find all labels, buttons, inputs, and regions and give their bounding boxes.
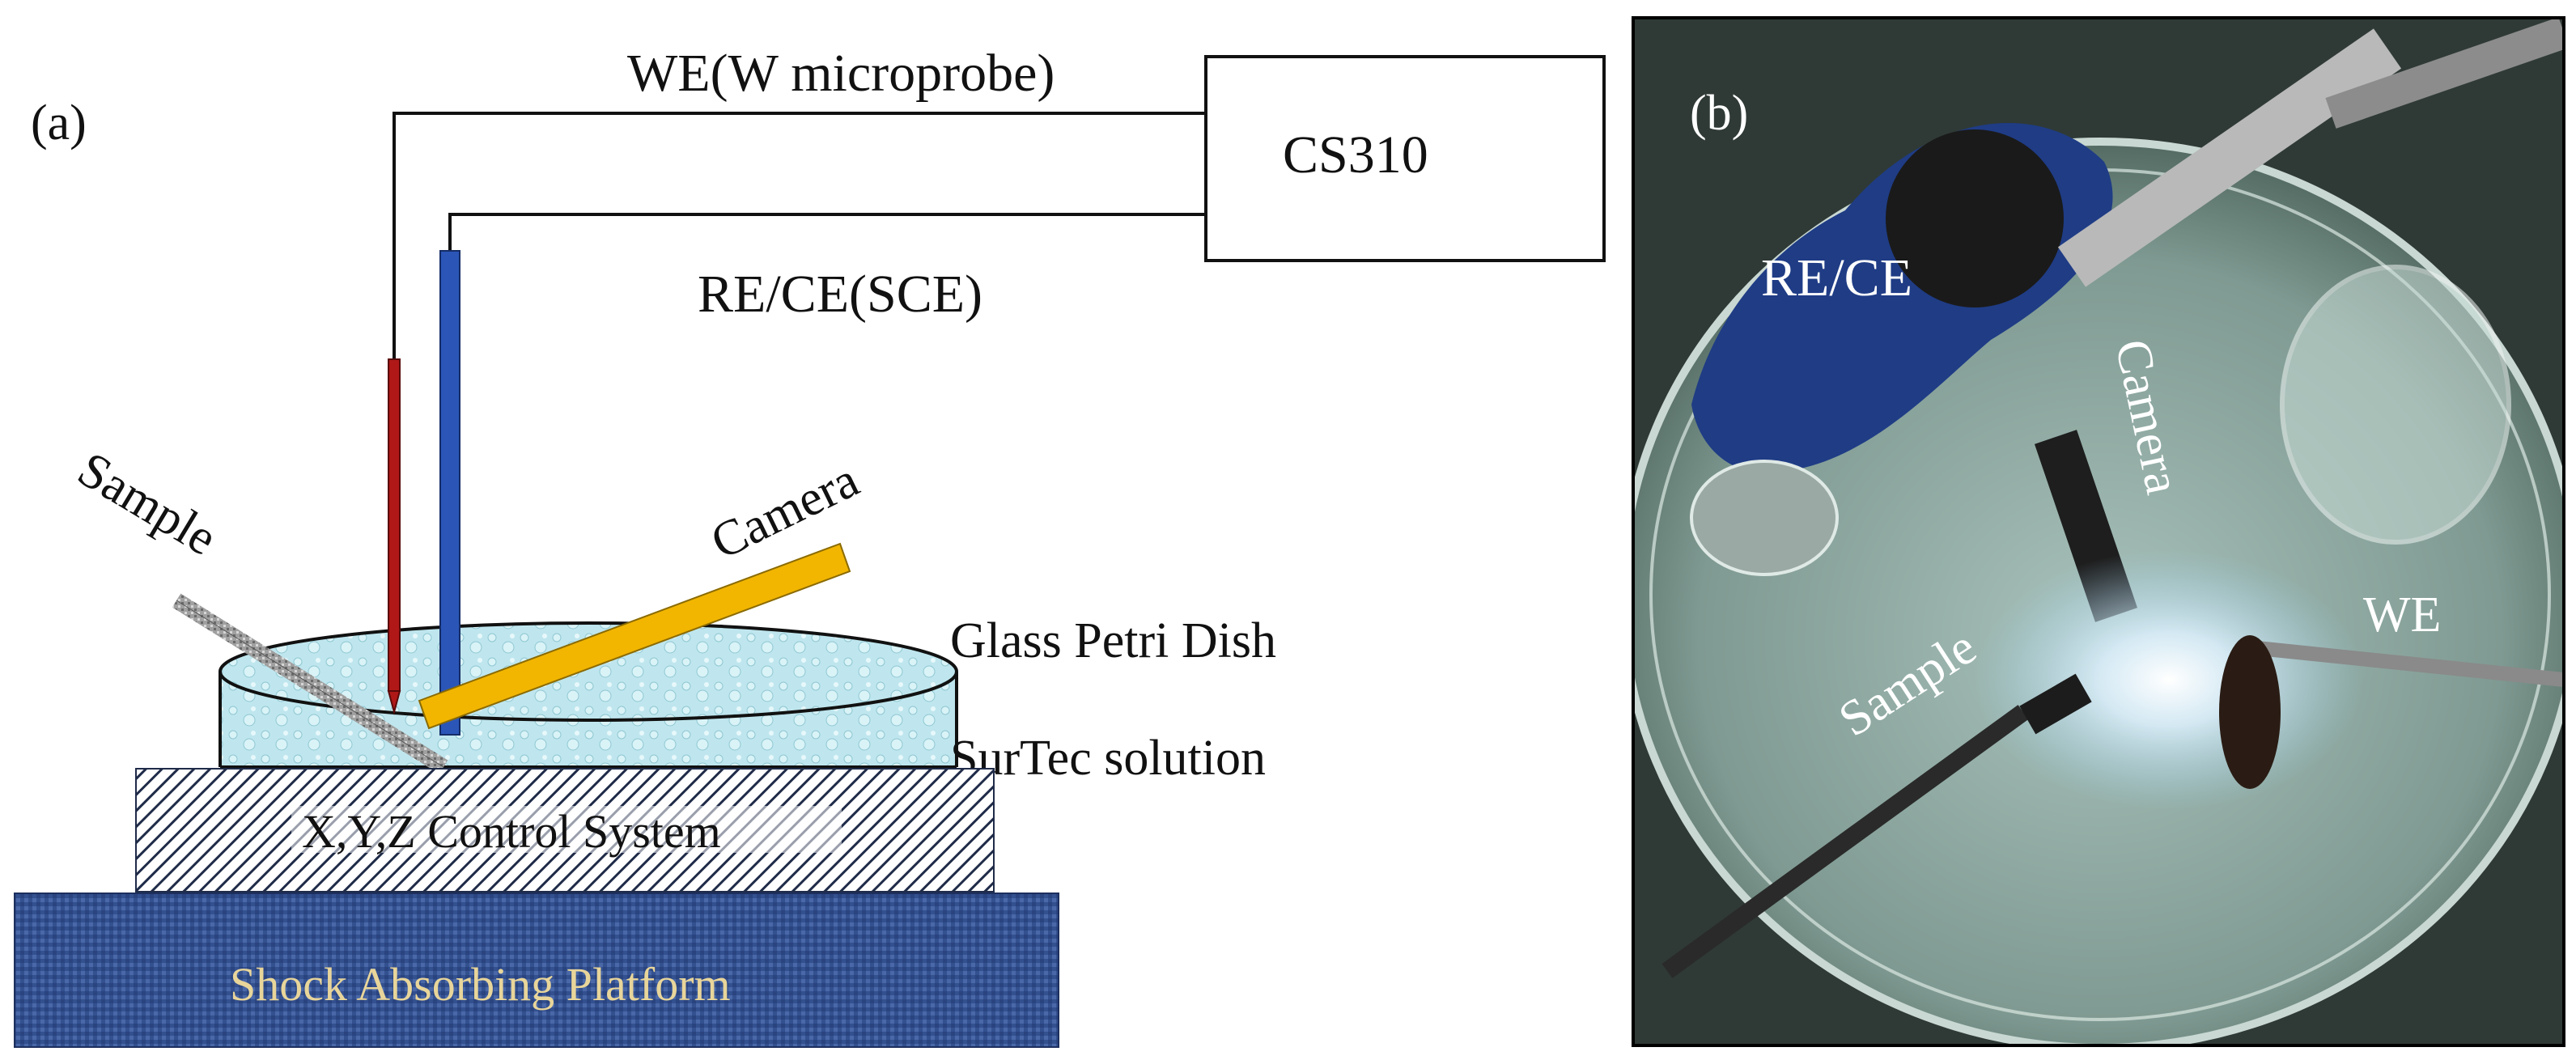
we-rod-photo: [2249, 640, 2564, 687]
solution: [220, 623, 957, 767]
xyz-label-bg: [291, 806, 842, 853]
sample-label: Sample: [69, 442, 226, 566]
panel-a-label: (a): [31, 95, 87, 151]
panel-b: (b) RE/CE Camera Sample WE: [1632, 16, 2565, 1047]
dish-label: Glass Petri Dish: [950, 613, 1276, 668]
re-ce-electrode: [439, 250, 460, 736]
we-holder: [2219, 635, 2281, 789]
petri-dish: [219, 621, 958, 769]
we-electrode-tip: [387, 690, 401, 715]
glass-jar: [2280, 265, 2511, 545]
cs310-box: [1204, 55, 1606, 262]
sample-rod-outline: [176, 600, 444, 768]
photo-re-ce-label: RE/CE: [1761, 248, 1912, 307]
we-label: WE(W microprobe): [627, 44, 1055, 103]
sample-holder: [2019, 673, 2092, 735]
re-ce-clamp-center: [1886, 129, 2064, 307]
metal-rod-2: [2325, 18, 2564, 129]
photo-frame: [1632, 16, 2565, 1047]
xyz-label: X,Y,Z Control System: [302, 805, 721, 858]
photo-we-label: WE: [2363, 587, 2441, 642]
we-electrode: [388, 358, 401, 692]
shock-platform: [14, 893, 1059, 1048]
metal-rod-1: [2057, 28, 2402, 287]
re-ce-label: RE/CE(SCE): [698, 265, 982, 324]
we-wire: [393, 112, 1206, 359]
photo: [1633, 18, 2564, 1045]
wires: [393, 112, 1206, 359]
cs310-label: CS310: [1283, 125, 1428, 184]
solution-label: SurTec solution: [950, 731, 1266, 786]
platform-label: Shock Absorbing Platform: [230, 958, 731, 1011]
re-ce-cell: [1690, 460, 1839, 576]
camera-body: [418, 542, 851, 730]
panel-a: (a) CS310 WE(W microprobe) RE/CE(SCE) Sa…: [14, 44, 1606, 1048]
re-ce-wire: [448, 213, 1206, 251]
sample-rod-photo: [1661, 705, 2029, 978]
light-glow: [1975, 550, 2363, 809]
panel-b-label: (b): [1690, 86, 1748, 141]
